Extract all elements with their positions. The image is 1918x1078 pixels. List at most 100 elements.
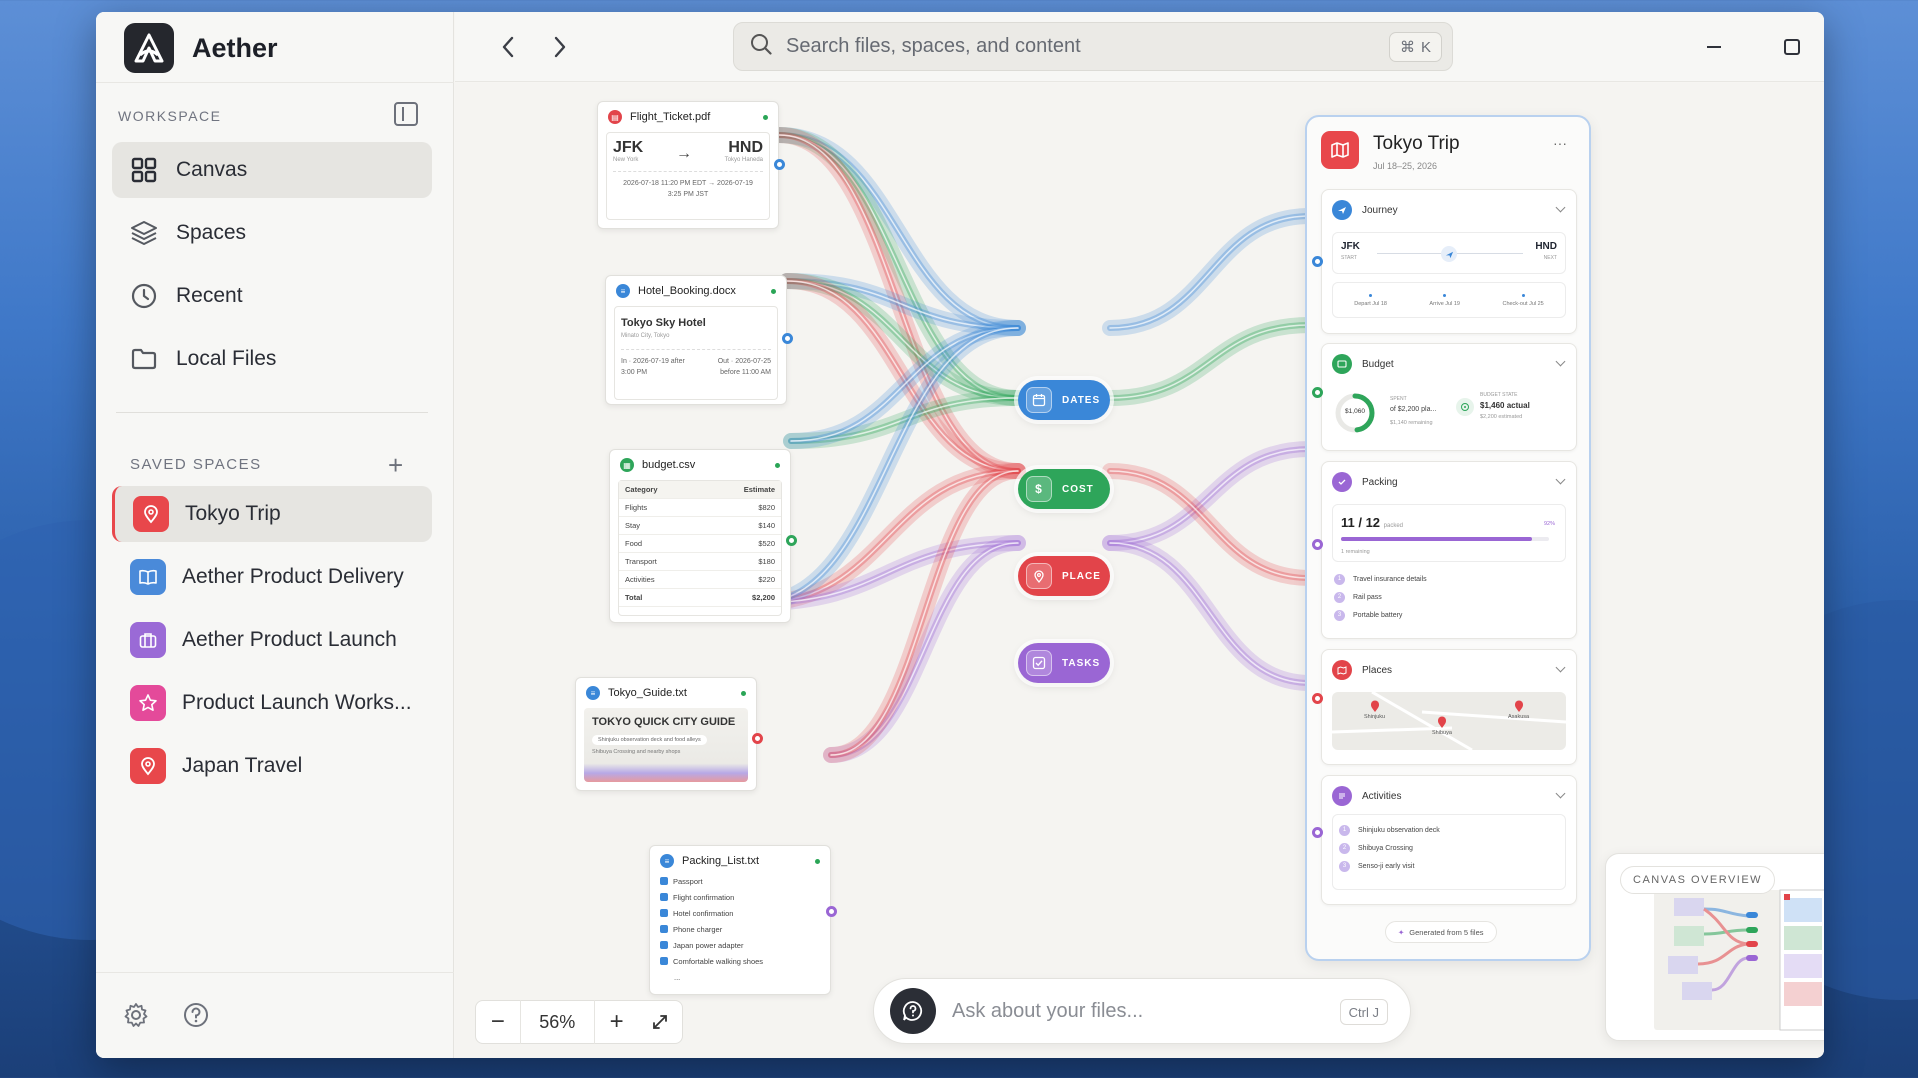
file-card-hotel-booking[interactable]: ≡Hotel_Booking.docx Tokyo Sky Hotel Mina… [605, 275, 793, 405]
checkbox-checked-icon[interactable] [660, 909, 668, 917]
connection-port[interactable] [1312, 256, 1323, 267]
forward-chevron-icon[interactable] [547, 34, 573, 60]
back-chevron-icon[interactable] [495, 34, 521, 60]
connection-port[interactable] [774, 159, 785, 170]
generated-text: Generated from 5 files [1409, 927, 1484, 937]
ask-shortcut: Ctrl J [1339, 999, 1388, 1025]
chevron-down-icon[interactable] [1555, 202, 1566, 213]
file-name: budget.csv [642, 459, 696, 471]
search-bar[interactable]: ⌘K [733, 22, 1453, 71]
checkbox-checked-icon[interactable] [660, 957, 668, 965]
map-pin[interactable]: Shibuya [1432, 716, 1452, 736]
space-tokyo-trip[interactable]: Tokyo Trip [112, 486, 432, 542]
sparkle-icon: ✦ [1398, 927, 1405, 937]
connection-port[interactable] [782, 333, 793, 344]
map-icon [1321, 131, 1359, 169]
checkbox-checked-icon[interactable] [660, 941, 668, 949]
chevron-down-icon[interactable] [1555, 662, 1566, 673]
sidebar: Aether WORKSPACE Canvas Spaces Recent Lo… [96, 12, 454, 1058]
checkbox-checked-icon[interactable] [660, 925, 668, 933]
nav-local-files[interactable]: Local Files [112, 331, 432, 387]
connection-port[interactable] [786, 535, 797, 546]
section-journey[interactable]: Journey JFK START HND NEXT Depart Jul 18… [1321, 189, 1577, 334]
map-pin[interactable]: Asakusa [1508, 700, 1529, 720]
plane-icon [1332, 200, 1352, 220]
canvas-overview[interactable]: CANVAS OVERVIEW [1605, 853, 1824, 1041]
hub-cost[interactable]: $ COST [1018, 469, 1110, 509]
hotel-city: Minato City, Tokyo [621, 333, 670, 339]
minimize-icon[interactable] [1699, 32, 1729, 62]
checklist-item[interactable]: Passport [660, 874, 820, 890]
hub-place[interactable]: PLACE [1018, 556, 1110, 596]
hub-tasks[interactable]: TASKS [1018, 643, 1110, 683]
settings-gear-icon[interactable] [122, 1001, 150, 1029]
checkbox-checked-icon[interactable] [660, 893, 668, 901]
chat-help-icon[interactable] [890, 988, 936, 1034]
nav-recent[interactable]: Recent [112, 268, 432, 324]
checkbox-checked-icon[interactable] [660, 877, 668, 885]
space-aether-product-launch[interactable]: Aether Product Launch [112, 612, 432, 668]
checkbox-icon [1026, 650, 1052, 676]
checklist-item[interactable]: Japan power adapter [660, 938, 820, 954]
connection-port[interactable] [1312, 387, 1323, 398]
connection-port[interactable] [752, 733, 763, 744]
chevron-down-icon[interactable] [1555, 474, 1566, 485]
file-card-packing-list[interactable]: ≡Packing_List.txt Passport Flight confir… [649, 845, 837, 995]
collapse-sidebar-icon[interactable] [394, 102, 418, 126]
hub-to-panel-flow [1109, 542, 1311, 684]
add-space-button[interactable]: + [388, 450, 404, 480]
file-to-hub-flow [756, 327, 1019, 604]
zoom-out-button[interactable]: − [490, 1008, 505, 1035]
destination-city: Tokyo Haneda [724, 157, 763, 163]
packing-progress-fill [1341, 537, 1533, 541]
brand[interactable]: Aether [124, 22, 278, 74]
maximize-icon[interactable] [1777, 32, 1807, 62]
connection-port[interactable] [1312, 693, 1323, 704]
hub-dates[interactable]: DATES [1018, 380, 1110, 420]
zoom-in-button[interactable]: + [609, 1008, 624, 1035]
search-input[interactable] [786, 35, 1346, 58]
status-dot [741, 690, 746, 696]
checklist-item[interactable]: Phone charger [660, 922, 820, 938]
hub-to-panel-flow [1109, 470, 1311, 579]
nav-canvas[interactable]: Canvas [112, 142, 432, 198]
space-product-launch-works[interactable]: Product Launch Works... [112, 675, 432, 731]
budget-progress-ring [1335, 393, 1375, 433]
zoom-level: 56% [519, 1000, 595, 1044]
section-packing[interactable]: Packing 11 / 12 packed 92% 1 remaining 1… [1321, 461, 1577, 639]
destination-code: HND [728, 139, 763, 156]
chevron-down-icon[interactable] [1555, 356, 1566, 367]
table-row: Flights$820 [619, 498, 781, 517]
packing-progress-track [1341, 537, 1549, 541]
ask-bar[interactable]: Ctrl J [873, 978, 1411, 1044]
journey-step-label: Depart Jul 18 [1354, 300, 1387, 307]
space-japan-travel[interactable]: Japan Travel [112, 738, 432, 794]
connection-port[interactable] [1312, 827, 1323, 838]
nav-spaces[interactable]: Spaces [112, 205, 432, 261]
checklist-item[interactable]: Comfortable walking shoes [660, 954, 820, 970]
chevron-down-icon[interactable] [1555, 788, 1566, 799]
more-options-icon[interactable]: ··· [1553, 135, 1567, 151]
map-pin-label: Shinjuku [1364, 714, 1386, 720]
help-icon[interactable] [182, 1001, 210, 1029]
connection-port[interactable] [826, 906, 837, 917]
map-pin[interactable]: Shinjuku [1364, 700, 1385, 720]
map-preview[interactable]: Shinjuku Shibuya Asakusa [1332, 692, 1566, 750]
checklist-item[interactable]: Flight confirmation [660, 890, 820, 906]
section-budget[interactable]: Budget $1,060 SPENT of $2,200 pla... $1,… [1321, 343, 1577, 451]
fit-screen-icon[interactable] [638, 1000, 682, 1044]
shortcut-key: K [1420, 38, 1431, 56]
ask-input[interactable] [952, 999, 1322, 1023]
section-places[interactable]: Places Shinjuku Shibuya Asakusa [1321, 649, 1577, 765]
journey-destination-sub: NEXT [1543, 255, 1557, 261]
space-aether-product-delivery[interactable]: Aether Product Delivery [112, 549, 432, 605]
checklist-item[interactable]: Hotel confirmation [660, 906, 820, 922]
file-card-tokyo-guide[interactable]: ≡Tokyo_Guide.txt TOKYO QUICK CITY GUIDE … [575, 677, 763, 791]
connection-port[interactable] [1312, 539, 1323, 550]
